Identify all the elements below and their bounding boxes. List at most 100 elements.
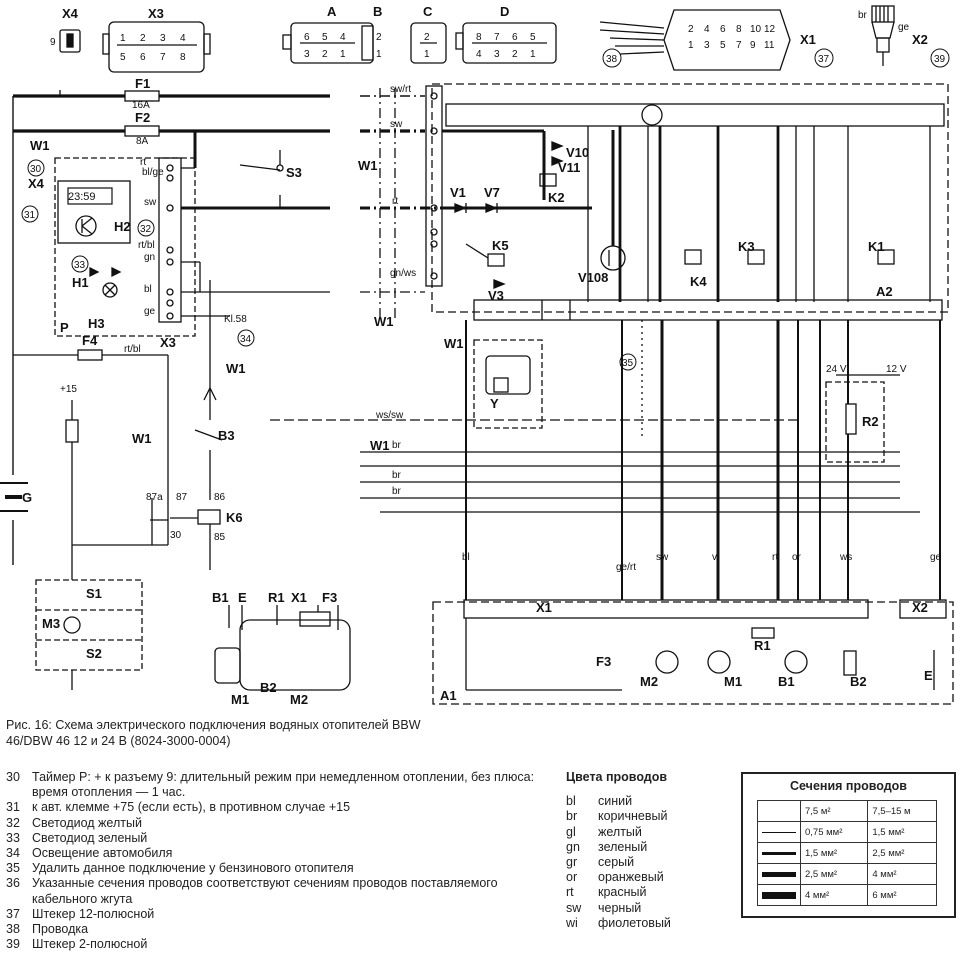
note-number: 34	[6, 846, 20, 861]
label-x4-panel: X4	[28, 176, 45, 191]
x2-wire-br: br	[858, 10, 868, 21]
x3-pin-4: 4	[180, 33, 186, 44]
label-f3: F3	[596, 654, 611, 669]
label-m3: M3	[42, 616, 60, 631]
wire-rt: rt	[392, 196, 398, 207]
sections-row: 2,5 мм² 4 мм²	[757, 863, 937, 885]
x3-pin-7: 7	[160, 52, 166, 63]
label-w1-y: W1	[444, 336, 464, 351]
label-f3-sketch: F3	[322, 590, 337, 605]
svg-text:32: 32	[140, 224, 152, 235]
wire-colors-title: Цвета проводов	[566, 770, 668, 784]
label-b2-sketch: B2	[260, 680, 277, 695]
note-text: к авт. клемме +75 (если есть), в противн…	[32, 800, 351, 815]
sample-cell	[757, 842, 801, 864]
color-name: черный	[598, 900, 642, 915]
wire-gn: gn	[144, 252, 155, 263]
x1-pin-11: 11	[764, 40, 775, 51]
label-w1-mid: W1	[226, 361, 246, 376]
callout-34: 34	[237, 329, 255, 347]
label-b1: B1	[778, 674, 795, 689]
wire-sw-a1: sw	[656, 552, 669, 563]
color-name: серый	[598, 855, 635, 870]
sections-row: 0,75 мм² 1,5 мм²	[757, 821, 937, 843]
label-m2: M2	[640, 674, 658, 689]
note-text: Светодиод зеленый	[32, 830, 148, 845]
wire-bl-ge: bl/ge	[142, 167, 164, 178]
relay-pin-87: 87	[176, 492, 188, 503]
note-text: Указанные сечения проводов соответствуют…	[32, 876, 498, 906]
a-pin-6: 6	[304, 32, 310, 43]
x3-terminal-strip	[158, 157, 182, 323]
section-short: 4 мм²	[799, 884, 869, 906]
a-pin-3: 3	[304, 49, 310, 60]
wire-sample-line	[762, 851, 796, 855]
section-long: 4 мм²	[867, 863, 937, 885]
a-pin-5: 5	[322, 32, 328, 43]
note-number: 39	[6, 937, 20, 952]
a-pin-1: 1	[340, 49, 346, 60]
wire-br-2: br	[392, 470, 402, 481]
header-long: 7,5–15 м	[867, 800, 937, 822]
label-w1-left: W1	[30, 138, 50, 153]
note-item: 31 к авт. клемме +75 (если есть), в проти…	[6, 800, 546, 815]
note-number: 37	[6, 906, 20, 921]
label-e: E	[924, 668, 933, 683]
label-12v: 12 V	[886, 364, 907, 375]
label-g: G	[22, 490, 32, 505]
color-code: rt	[566, 885, 574, 900]
d-pin-2: 2	[512, 49, 518, 60]
note-text: Проводка	[32, 922, 89, 937]
wire-sample-line	[762, 831, 796, 833]
d-pin-4: 4	[476, 49, 482, 60]
x3-pin-6: 6	[140, 52, 146, 63]
label-b1-sketch: B1	[212, 590, 229, 605]
color-name: коричневый	[598, 809, 668, 824]
x3-pin-5: 5	[120, 52, 126, 63]
b-pin-2: 2	[376, 32, 382, 43]
label-m1-sketch: M1	[231, 692, 249, 707]
label-f4: F4	[82, 333, 98, 348]
label-w1-loom: W1	[358, 158, 378, 173]
wire-bl: bl	[144, 284, 152, 295]
svg-text:35: 35	[622, 358, 634, 369]
figure-caption: Рис. 16: Схема электрического подключени…	[6, 718, 421, 748]
color-code: wi	[566, 915, 578, 930]
wire-br-3: br	[392, 486, 402, 497]
wire-ws-sw: ws/sw	[375, 410, 404, 421]
label-r1: R1	[754, 638, 771, 653]
note-number: 31	[6, 800, 20, 815]
label-v7: V7	[484, 185, 500, 200]
label-m2-sketch: M2	[290, 692, 308, 707]
x1-pin-7: 7	[736, 40, 742, 51]
label-p: P	[60, 320, 69, 335]
section-short: 0,75 мм²	[799, 821, 869, 843]
label-x4: X4	[62, 6, 79, 21]
label-k1: K1	[868, 239, 885, 254]
d-pin-3: 3	[494, 49, 500, 60]
label-x3-panel: X3	[160, 335, 176, 350]
label-b: B	[373, 4, 382, 19]
label-plus15: +15	[60, 384, 77, 395]
label-b3: B3	[218, 428, 235, 443]
relay-pin-30: 30	[170, 530, 182, 541]
svg-text:33: 33	[74, 260, 86, 271]
label-a2: A2	[876, 284, 893, 299]
connector-a-body	[282, 22, 374, 64]
wire-rt-x3: rt	[140, 157, 146, 168]
color-code: gn	[566, 839, 580, 854]
label-h3: H3	[88, 316, 105, 331]
x2-wire-ge: ge	[898, 22, 910, 33]
note-number: 38	[6, 922, 20, 937]
x1-pin-5: 5	[720, 40, 726, 51]
section-long: 6 мм²	[867, 884, 937, 906]
connector-d-body	[455, 22, 557, 64]
note-number: 30	[6, 770, 20, 784]
color-code: or	[566, 870, 578, 885]
